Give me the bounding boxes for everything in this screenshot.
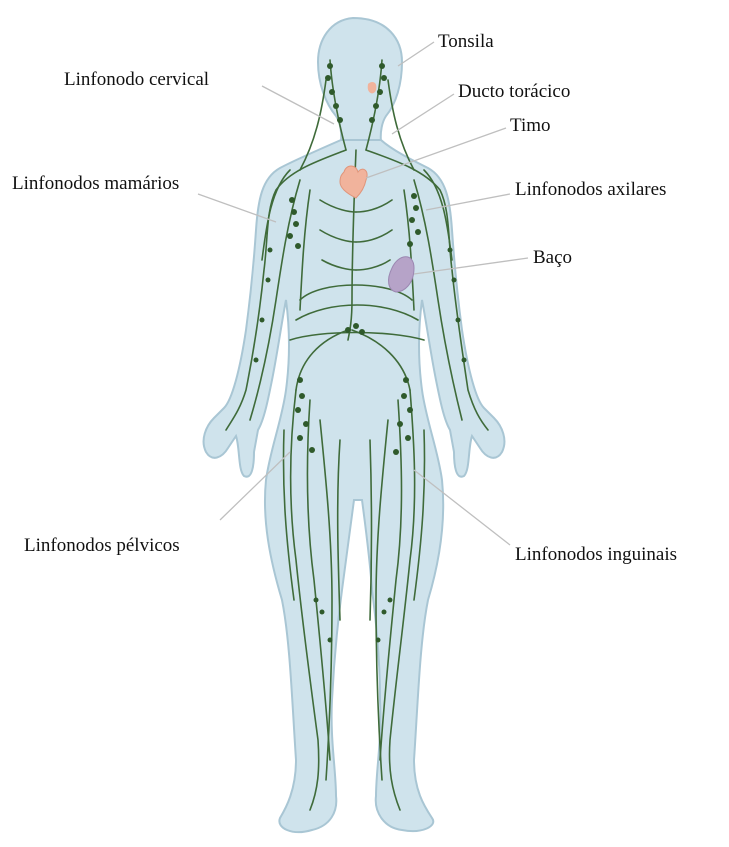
label-linfonodo-cervical: Linfonodo cervical <box>64 70 209 89</box>
label-linfonodos-inguinais: Linfonodos inguinais <box>515 545 677 564</box>
label-baco: Baço <box>533 248 572 267</box>
tonsil <box>368 82 377 93</box>
head <box>318 18 402 142</box>
leader-tonsila <box>398 42 434 66</box>
label-timo: Timo <box>510 116 551 135</box>
torso-legs <box>204 140 505 832</box>
label-linfonodos-mamarios: Linfonodos mamários <box>12 174 179 193</box>
label-linfonodos-axilares: Linfonodos axilares <box>515 180 666 199</box>
label-linfonodos-pelvicos: Linfonodos pélvicos <box>24 536 180 555</box>
label-ducto-toracico: Ducto torácico <box>458 82 570 101</box>
label-tonsila: Tonsila <box>438 32 494 51</box>
leader-ducto <box>392 94 454 134</box>
body-silhouette <box>204 18 505 832</box>
